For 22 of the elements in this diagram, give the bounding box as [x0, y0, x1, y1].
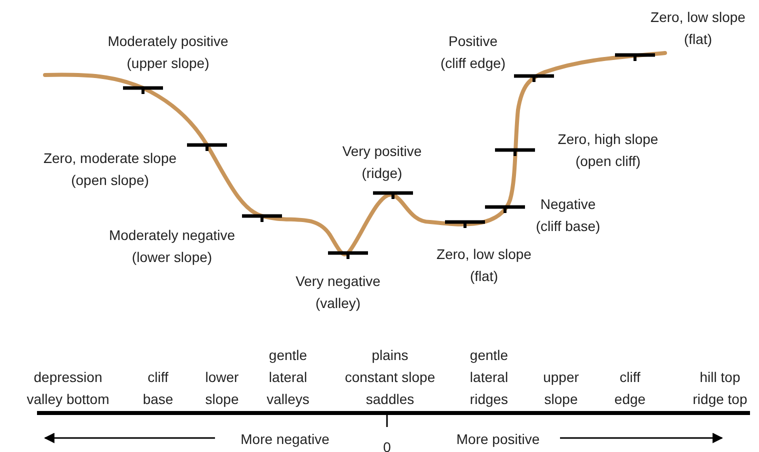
landform-label: gentle lateral valleys	[266, 346, 310, 409]
landform-label: cliff base	[142, 368, 174, 409]
curvature-label: Zero, low slope (flat)	[650, 8, 746, 49]
zero-value: 0	[383, 438, 391, 452]
curvature-label: Very negative (valley)	[296, 272, 380, 313]
curvature-label: Zero, moderate slope (open slope)	[43, 149, 177, 190]
curvature-label: Zero, low slope (flat)	[436, 245, 532, 286]
landform-label: gentle lateral ridges	[470, 346, 508, 409]
axis-label: More negative	[240, 430, 330, 449]
curvature-label: Moderately positive (upper slope)	[108, 32, 228, 73]
landform-label: upper slope	[543, 368, 579, 409]
landform-label: hill top ridge top	[692, 368, 748, 409]
axis-label: More positive	[456, 430, 540, 449]
curvature-label: Positive (cliff edge)	[440, 32, 506, 73]
curvature-label: Negative (cliff base)	[536, 195, 600, 236]
curvature-label: Very positive (ridge)	[342, 142, 422, 183]
curvature-label: Zero, high slope (open cliff)	[558, 130, 658, 171]
landform-label: plains constant slope saddles	[344, 346, 436, 409]
landform-label: lower slope	[205, 368, 239, 409]
landform-label: cliff edge	[614, 368, 646, 409]
landform-label: depression valley bottom	[26, 368, 110, 409]
curvature-label: Moderately negative (lower slope)	[108, 226, 236, 267]
